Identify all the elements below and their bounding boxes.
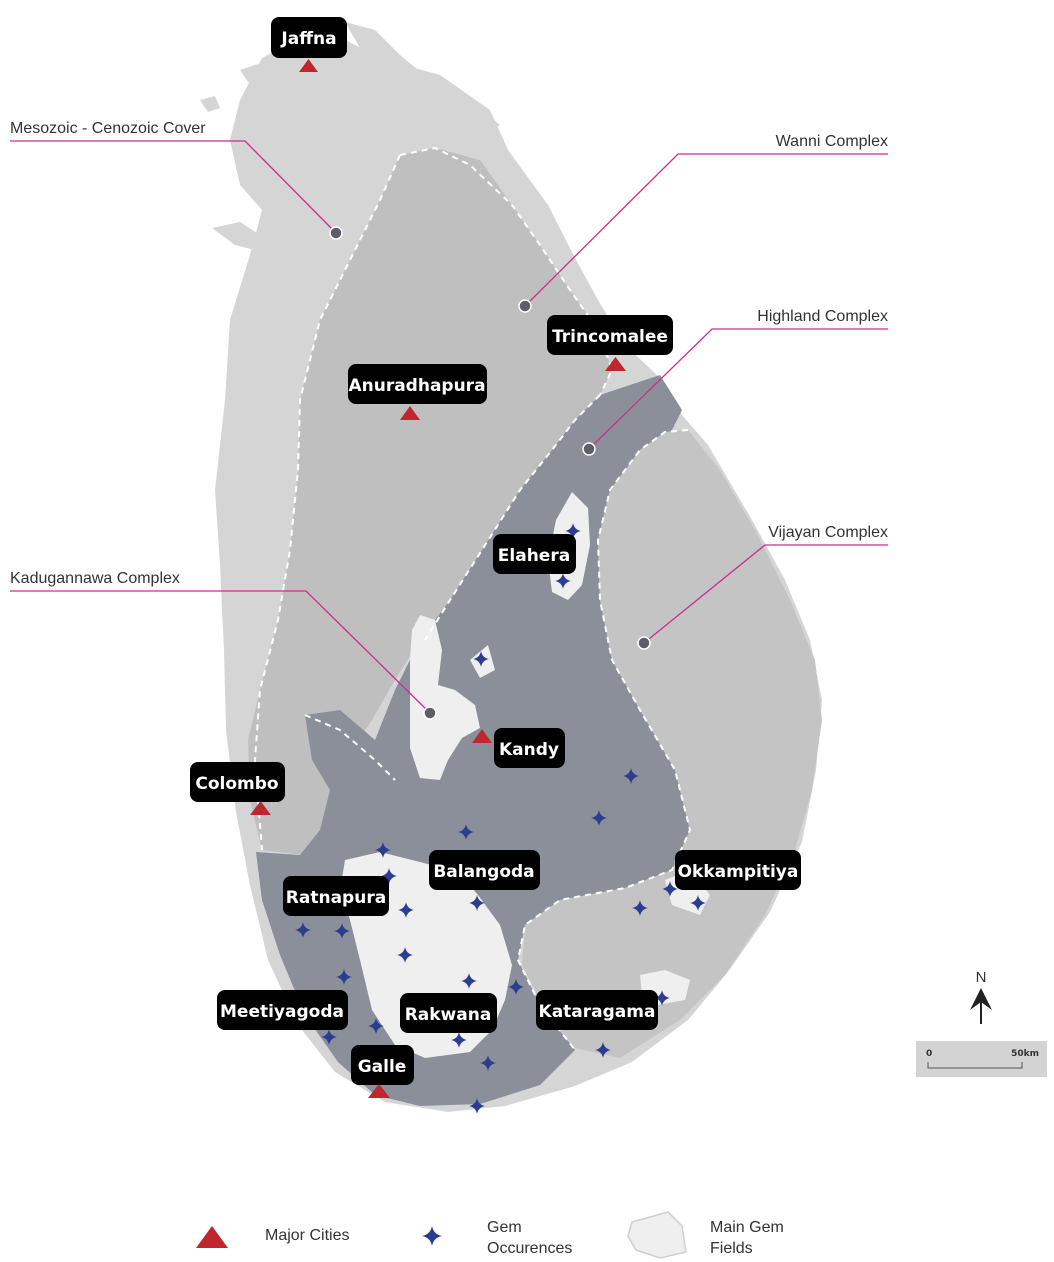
city-label-jaffna: Jaffna: [271, 17, 347, 58]
legend-gem-line2: Occurences: [487, 1240, 572, 1257]
svg-text:Galle: Galle: [358, 1057, 407, 1077]
city-label-galle: Galle: [351, 1045, 414, 1085]
city-label-kandy: Kandy: [494, 728, 565, 768]
legend-gem-field-icon: [627, 1211, 687, 1259]
city-labels: Jaffna Trincomalee Anuradhapura Elahera …: [190, 17, 801, 1085]
callout-wanni-label: Wanni Complex: [776, 133, 888, 150]
svg-text:Elahera: Elahera: [498, 546, 570, 566]
north-arrow-icon: [970, 988, 992, 1010]
north-islet: [200, 96, 220, 112]
city-label-kataragama: Kataragama: [536, 990, 658, 1030]
legend-fields-line1: Main Gem: [710, 1219, 784, 1236]
svg-text:Jaffna: Jaffna: [280, 29, 336, 49]
city-marker-trincomalee: [605, 357, 626, 371]
city-label-elahera: Elahera: [493, 534, 576, 574]
city-label-ratnapura: Ratnapura: [283, 876, 389, 916]
svg-text:Rakwana: Rakwana: [405, 1005, 492, 1025]
svg-text:Okkampitiya: Okkampitiya: [678, 862, 799, 882]
geological-boundaries: [253, 146, 692, 1051]
svg-text:Anuradhapura: Anuradhapura: [348, 376, 485, 396]
city-label-meetiyagoda: Meetiyagoda: [217, 990, 348, 1030]
callout-highland-label: Highland Complex: [757, 308, 888, 325]
callout-vijayan-label: Vijayan Complex: [768, 524, 888, 541]
city-label-anuradhapura: Anuradhapura: [348, 364, 487, 404]
legend-city-icon: [196, 1226, 228, 1248]
city-label-rakwana: Rakwana: [400, 993, 497, 1033]
svg-text:Kandy: Kandy: [499, 740, 559, 760]
city-label-okkampitiya: Okkampitiya: [675, 850, 801, 890]
callout-lines: [10, 140, 888, 714]
scale-end: 50km: [1011, 1049, 1039, 1059]
svg-text:Kataragama: Kataragama: [539, 1002, 656, 1022]
legend-gem-line1: Gem: [487, 1219, 522, 1236]
legend-fields-line2: Fields: [710, 1240, 753, 1257]
northern-peninsula: [240, 55, 500, 145]
city-marker-colombo: [250, 801, 271, 815]
vijayan-complex-region: [522, 430, 822, 1058]
scale-start: 0: [926, 1049, 932, 1059]
city-marker-galle: [368, 1084, 390, 1098]
callout-kadugannawa-label: Kadugannawa Complex: [10, 570, 180, 587]
legend-gem-star-icon: [422, 1226, 442, 1246]
northern-spit: [345, 22, 450, 108]
city-label-trincomalee: Trincomalee: [547, 315, 673, 355]
svg-text:Meetiyagoda: Meetiyagoda: [220, 1002, 344, 1022]
kadugannawa-complex-region: [410, 615, 480, 780]
city-label-balangoda: Balangoda: [429, 850, 540, 890]
city-label-colombo: Colombo: [190, 762, 285, 802]
callout-dots: [329, 226, 651, 720]
mannar-spit: [212, 222, 265, 252]
legend-major-cities: Major Cities: [265, 1227, 349, 1244]
svg-text:Trincomalee: Trincomalee: [552, 327, 668, 347]
callout-mesozoic-label: Mesozoic - Cenozoic Cover: [10, 120, 206, 137]
north-arrow: N: [970, 969, 992, 1024]
scale-bar: 0 50km: [916, 1041, 1047, 1077]
city-marker-kandy: [472, 729, 492, 743]
svg-text:Balangoda: Balangoda: [433, 862, 534, 882]
city-markers: [250, 59, 626, 1098]
legend: Major Cities Gem Occurences Main Gem Fie…: [196, 1211, 784, 1259]
callout-labels: Mesozoic - Cenozoic Cover Wanni Complex …: [10, 120, 888, 587]
wanni-complex-region: [248, 148, 612, 855]
north-label: N: [976, 969, 987, 986]
city-marker-anuradhapura: [400, 406, 420, 420]
svg-text:Ratnapura: Ratnapura: [286, 888, 386, 908]
svg-text:Colombo: Colombo: [195, 774, 278, 794]
city-marker-jaffna: [299, 59, 318, 72]
